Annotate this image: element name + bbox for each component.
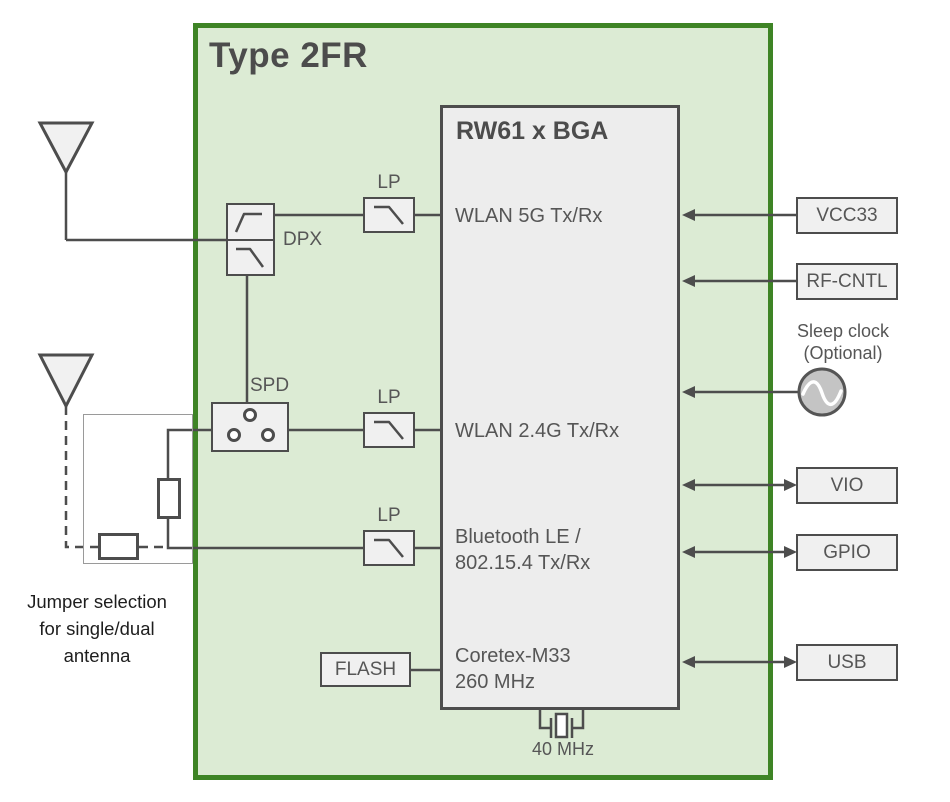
lp-filter-24g bbox=[363, 412, 415, 448]
lpbt-label: LP bbox=[377, 505, 401, 526]
low-pass-filter-icon bbox=[374, 205, 404, 225]
lp24g-label: LP bbox=[377, 387, 401, 408]
sine-oscillator-icon bbox=[797, 367, 847, 417]
wlan24g-port-label: WLAN 2.4G Tx/Rx bbox=[455, 420, 620, 442]
sleep-clock-line2: (Optional) bbox=[803, 343, 883, 363]
rf-cntl-label: RF-CNTL bbox=[806, 270, 888, 292]
rw61-chip bbox=[440, 105, 680, 710]
bluetooth-port-label: Bluetooth LE / 802.15.4 Tx/Rx bbox=[455, 524, 590, 576]
vio-label: VIO bbox=[830, 474, 864, 496]
dpx-label: DPX bbox=[283, 229, 323, 250]
dpx-diplexer bbox=[226, 203, 275, 276]
module-title: Type 2FR bbox=[209, 36, 368, 75]
bluetooth-port-line2: 802.15.4 Tx/Rx bbox=[455, 552, 591, 574]
low-pass-filter-icon bbox=[374, 420, 404, 440]
antenna-1-icon bbox=[37, 121, 95, 240]
flash-block: FLASH bbox=[320, 652, 411, 687]
gpio-block: GPIO bbox=[796, 534, 898, 571]
usb-label: USB bbox=[827, 651, 867, 673]
usb-block: USB bbox=[796, 644, 898, 681]
low-pass-filter-icon bbox=[374, 538, 404, 558]
spd-switch bbox=[211, 402, 289, 452]
dpx-highpass-cell bbox=[228, 205, 273, 241]
antenna-2-icon bbox=[37, 353, 95, 410]
cpu-line1: Coretex-M33 bbox=[455, 645, 571, 667]
gpio-label: GPIO bbox=[823, 541, 871, 563]
sleep-clock-line1: Sleep clock bbox=[796, 321, 890, 341]
spd-port-dot bbox=[227, 428, 241, 442]
crystal-frequency-label: 40 MHz bbox=[531, 739, 594, 759]
chip-title: RW61 x BGA bbox=[456, 117, 609, 145]
cpu-line2: 260 MHz bbox=[455, 671, 536, 693]
lp5g-label: LP bbox=[377, 172, 401, 193]
jumper-resistor-vertical bbox=[157, 478, 181, 519]
flash-label: FLASH bbox=[334, 658, 397, 680]
spd-port-dot bbox=[261, 428, 275, 442]
vcc33-label: VCC33 bbox=[816, 204, 878, 226]
jumper-selection-note: Jumper selection for single/dual antenna bbox=[18, 588, 176, 669]
jumper-note-line2: for single/dual bbox=[39, 618, 155, 639]
lp-filter-5g bbox=[363, 197, 415, 233]
dpx-lowpass-cell bbox=[228, 241, 273, 275]
vcc33-block: VCC33 bbox=[796, 197, 898, 234]
jumper-note-line3: antenna bbox=[63, 645, 131, 666]
rf-cntl-block: RF-CNTL bbox=[796, 263, 898, 300]
wlan5g-port-label: WLAN 5G Tx/Rx bbox=[455, 205, 603, 227]
vio-block: VIO bbox=[796, 467, 898, 504]
jumper-resistor-horizontal bbox=[98, 533, 139, 560]
low-pass-filter-icon bbox=[236, 247, 265, 268]
cpu-label: Coretex-M33 260 MHz bbox=[455, 643, 571, 695]
lp-filter-bt bbox=[363, 530, 415, 566]
sleep-clock-label: Sleep clock (Optional) bbox=[782, 320, 904, 364]
spd-port-dot bbox=[243, 408, 257, 422]
jumper-note-line1: Jumper selection bbox=[27, 591, 167, 612]
high-pass-filter-icon bbox=[234, 212, 262, 233]
spd-label: SPD bbox=[250, 375, 290, 396]
bluetooth-port-line1: Bluetooth LE / bbox=[455, 526, 581, 548]
